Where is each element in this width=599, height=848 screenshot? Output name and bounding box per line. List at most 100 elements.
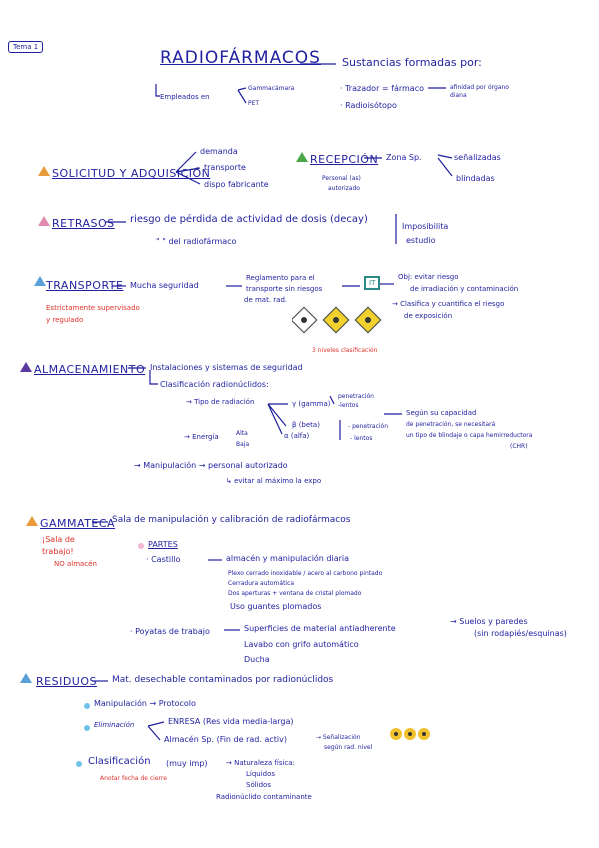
recepcion-title: RECEPCIÓN (310, 153, 379, 166)
almacen-segun1: Según su capacidad (406, 409, 477, 417)
gammateca-ducha: Ducha (244, 655, 270, 664)
bullet-dot (138, 543, 144, 549)
almacen-segun3: un tipo de blindaje o capa hemirreductor… (406, 432, 533, 439)
arrow-clasif (149, 370, 158, 385)
retrasos-title: RETRASOS (52, 217, 115, 230)
retrasos-imp1: Imposibilita (402, 222, 449, 231)
residuos-title: RESIDUOS (36, 675, 97, 688)
transporte-cla1: → Clasifica y cuantifica el riesgo (392, 300, 505, 308)
gammateca-alm: almacén y manipulación diaria (226, 554, 350, 563)
residuos-alm: Almacén Sp. (Fin de rad. activ) (164, 735, 287, 744)
almacen-beta: β (beta) (292, 421, 320, 429)
arrow-solicitud (175, 151, 201, 185)
residuos-mat: Mat. desechable contaminados por radionú… (112, 675, 334, 685)
recepcion-blind: blindadas (456, 174, 495, 183)
label-yellow-2 (354, 306, 382, 334)
residuos-anotar: Anotar fecha de cierre (100, 775, 167, 782)
gammateca-poyatas: · Poyatas de trabajo (130, 627, 210, 636)
transporte-cla2: de exposición (404, 312, 453, 320)
residuos-sen1: → Señalización (316, 734, 361, 741)
almacen-segun4: (CHR) (510, 443, 528, 450)
transporte-mucha: Mucha seguridad (130, 281, 199, 290)
arrow-empleados (155, 84, 160, 97)
afinidad: afinidad por órgano diana (450, 84, 509, 99)
gammateca-p2: Cerradura automática (228, 580, 295, 587)
empleados-pet: PET (248, 100, 260, 107)
residuos-radio: Radionúclido contaminante (216, 793, 312, 801)
empleados-gamma: Gammacámara (248, 85, 295, 92)
trefoil-icon (418, 728, 430, 740)
residuos-sen2: según rad. nivel (324, 744, 373, 751)
label-yellow (322, 306, 350, 334)
bullet-dot (76, 761, 82, 767)
residuos-trefoil-icons (390, 728, 430, 740)
brace-recepcion (437, 154, 453, 177)
almacen-tipo: → Tipo de radiación (186, 398, 255, 406)
transporte-reg3: de mat. rad. (244, 296, 288, 304)
almacen-segun2: de penetración, se necesitará (406, 421, 496, 428)
solicitud-b1: demanda (200, 147, 238, 156)
brace-gamma (329, 395, 335, 405)
almacen-gamma-r2: -lentos (338, 402, 359, 409)
gammateca-partes: PARTES (148, 540, 178, 549)
bullet-dot (84, 703, 90, 709)
gammateca-no-alm: NO almacén (54, 560, 97, 568)
gammateca-suelos1: → Suelos y paredes (450, 617, 528, 626)
triangle-icon (38, 216, 50, 226)
residuos-clas: Clasificación (88, 756, 151, 767)
radioisotopo: · Radioisótopo (340, 101, 397, 110)
gammateca-title: GAMMATECA (40, 517, 116, 530)
almacen-beta-r2: - lentos (350, 435, 373, 442)
tema-label: Tema 1 (8, 41, 44, 53)
transporte-reg2: transporte sin riesgos (246, 285, 323, 293)
triangle-icon (26, 516, 38, 526)
triangle-icon (20, 673, 32, 683)
transporte-etiq: 3 niveles clasificación (312, 347, 378, 354)
almacen-evitar: ↳ evitar al máximo la expo (226, 477, 322, 485)
almacen-baja: Baja (236, 441, 250, 448)
solicitud-title: SOLICITUD Y ADQUISICIÓN (52, 167, 211, 180)
arrow-tipo (267, 403, 288, 435)
triangle-icon (20, 362, 32, 372)
gammateca-lavabo: Lavabo con grifo automático (244, 640, 359, 649)
transporte-estr1: Estrictamente supervisado (46, 304, 140, 312)
trazador: · Trazador = fármaco (340, 84, 424, 93)
gammateca-suelos2: (sin rodapiés/esquinas) (474, 629, 567, 638)
brace-empleados (237, 87, 247, 104)
triangle-icon (34, 276, 46, 286)
transporte-title: TRANSPORTE (46, 279, 124, 292)
residuos-liq: Líquidos (246, 770, 276, 778)
residuos-manip: Manipulación → Protocolo (94, 699, 196, 708)
almacen-gamma-r1: penetración (338, 393, 374, 400)
residuos-sol: Sólidos (246, 781, 271, 789)
trefoil-icon (390, 728, 402, 740)
it-box: IT (364, 276, 381, 290)
recepcion-senal: señalizadas (454, 153, 501, 162)
transporte-obj1: Obj: evitar riesgo (398, 273, 459, 281)
solicitud-b2: transporte (204, 163, 246, 172)
recepcion-pers1: Personal (as) (322, 175, 361, 182)
almacen-gamma: γ (gamma) (292, 400, 331, 408)
solicitud-b3: dispo fabricante (204, 180, 269, 189)
gammateca-p1: Plexo cerrado inoxidable / acero al carb… (228, 570, 383, 577)
triangle-icon (38, 166, 50, 176)
triangle-icon (296, 152, 308, 162)
title-definition: Sustancias formadas por: (342, 56, 482, 69)
arrow-elim (147, 721, 165, 741)
bullet-dot (84, 725, 90, 731)
almacen-clasif: Clasificación radionúclidos: (160, 380, 269, 389)
transporte-reg1: Reglamento para el (246, 274, 315, 282)
recepcion-pers2: autorizado (328, 185, 360, 192)
gammateca-sala: Sala de manipulación y calibración de ra… (112, 515, 351, 525)
page-title: RADIOFÁRMACOS (160, 48, 321, 68)
gammateca-sala-trabajo1: ¡Sala de (42, 535, 75, 544)
residuos-nat: → Naturaleza física: (226, 759, 295, 767)
gammateca-castillo: · Castillo (146, 555, 181, 564)
trefoil-icon (404, 728, 416, 740)
residuos-elim: Eliminación (94, 721, 135, 729)
almacen-inst: Instalaciones y sistemas de seguridad (150, 363, 303, 372)
retrasos-l1: riesgo de pérdida de actividad de dosis … (130, 214, 368, 225)
gammateca-p3: Dos aperturas + ventana de cristal ploma… (228, 590, 362, 597)
transporte-obj2: de irradiación y contaminación (410, 285, 519, 293)
